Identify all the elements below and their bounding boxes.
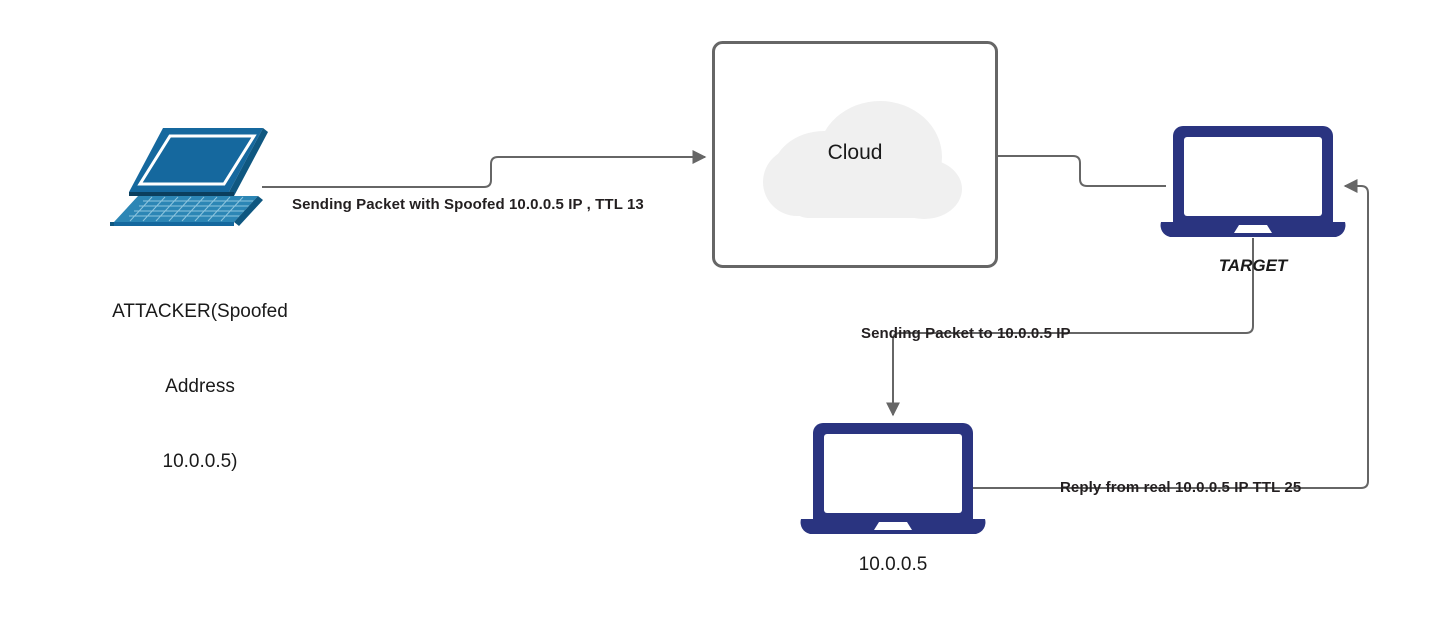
edge-label-attacker-to-cloud: Sending Packet with Spoofed 10.0.0.5 IP … bbox=[292, 196, 644, 213]
laptop-isometric-icon bbox=[110, 128, 268, 226]
attacker-caption-line1: ATTACKER(Spoofed bbox=[112, 301, 288, 322]
edge-label-target-to-victim: Sending Packet to 10.0.0.5 IP bbox=[861, 325, 1071, 342]
laptop-front-icon bbox=[800, 423, 986, 534]
target-node[interactable] bbox=[1155, 126, 1351, 247]
cloud-label: Cloud bbox=[827, 141, 883, 164]
cloud-box-node[interactable] bbox=[712, 41, 998, 268]
attacker-caption-line3: 10.0.0.5) bbox=[162, 451, 238, 472]
edge-cloud-to-target bbox=[997, 155, 1166, 187]
attacker-node[interactable] bbox=[108, 122, 268, 227]
edge-attacker-to-cloud bbox=[262, 150, 707, 188]
victim-node[interactable] bbox=[795, 423, 991, 544]
attacker-caption-line2: Address bbox=[165, 376, 235, 397]
cloud-icon bbox=[763, 101, 962, 219]
attacker-caption: ATTACKER(Spoofed Address 10.0.0.5) bbox=[70, 249, 330, 524]
laptop-front-icon bbox=[1160, 126, 1346, 237]
target-caption: TARGET bbox=[1218, 256, 1288, 275]
victim-caption: 10.0.0.5 bbox=[858, 554, 928, 575]
edge-label-victim-to-target: Reply from real 10.0.0.5 IP TTL 25 bbox=[1060, 479, 1302, 496]
